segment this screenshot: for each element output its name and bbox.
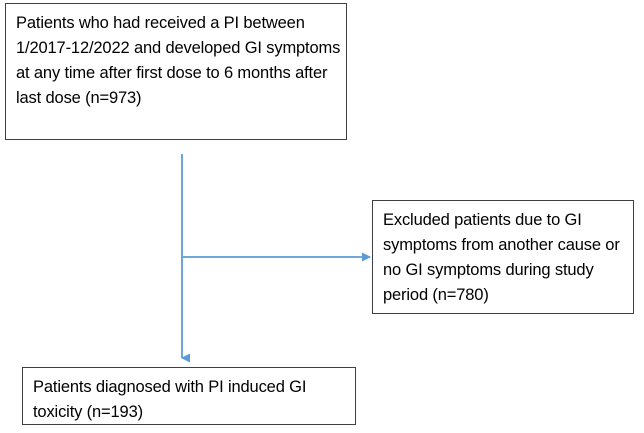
node-excluded-patients: Excluded patients due to GI symptoms fro… xyxy=(372,200,634,314)
node-source-population: Patients who had received a PI between 1… xyxy=(5,3,347,140)
node-final-cohort: Patients diagnosed with PI induced GI to… xyxy=(22,367,356,425)
